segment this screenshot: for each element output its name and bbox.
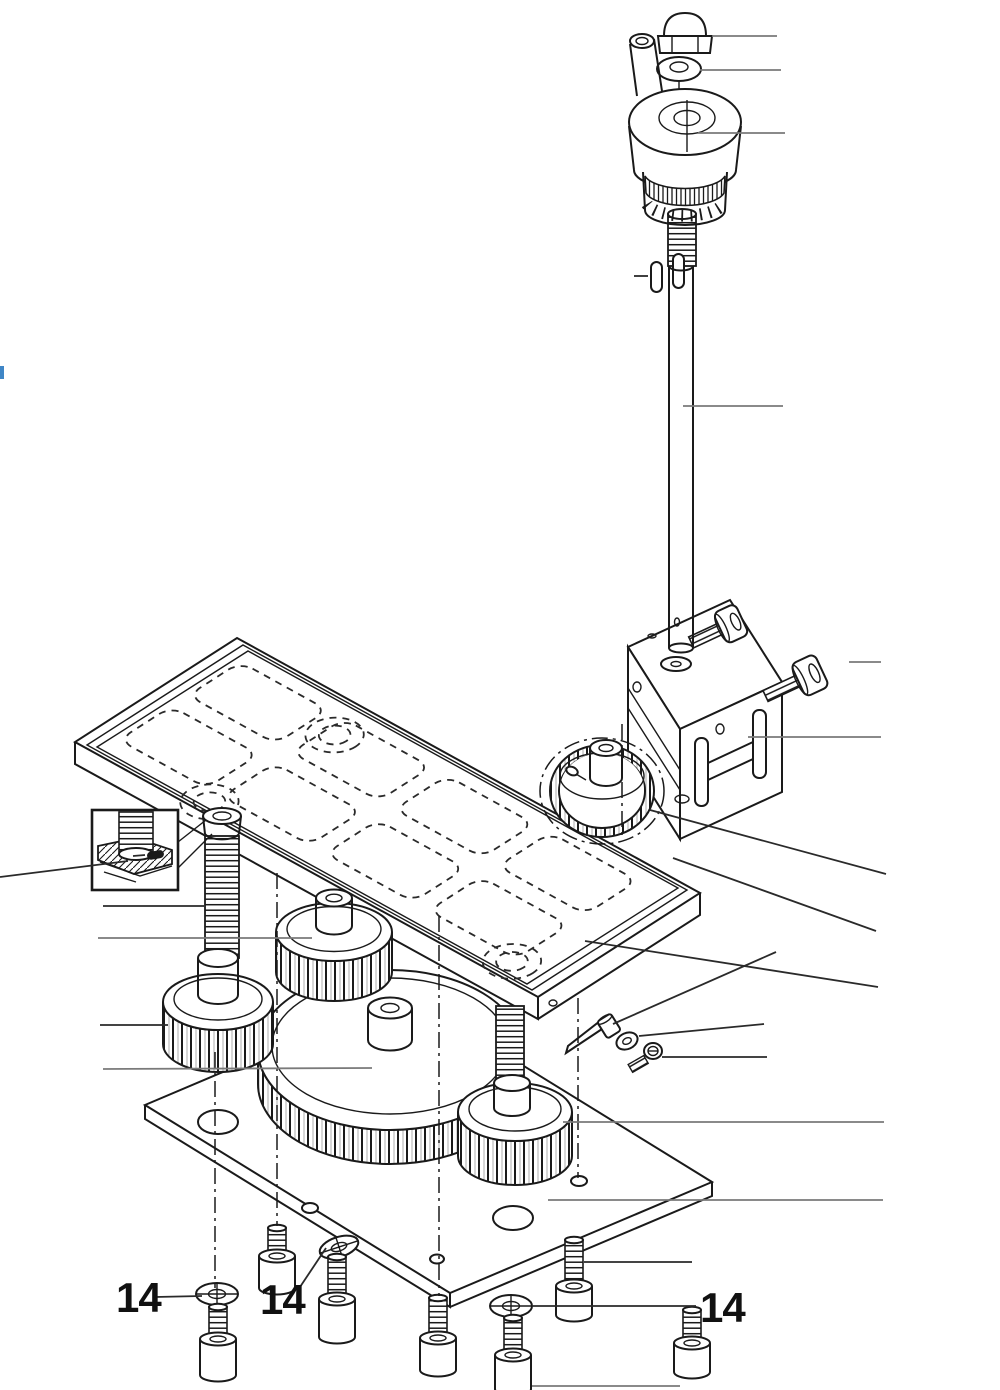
gear-mid: [275, 888, 393, 1002]
taper-pin-group: [564, 1013, 663, 1074]
leader-lines: [0, 35, 887, 1387]
washer-top: [656, 56, 702, 98]
plate-hole-small: [301, 1202, 319, 1214]
cap-screw-6: [494, 1313, 532, 1390]
lead-screw-right: [495, 1005, 525, 1085]
block-screw-side: [761, 654, 829, 703]
cap-nut: [656, 11, 714, 54]
cap-screw-7: [673, 1305, 711, 1380]
main-gear-hub: [367, 996, 413, 1052]
table-nut: [202, 807, 242, 841]
graduated-collar: [641, 171, 729, 226]
centerlines: [214, 724, 623, 1296]
cap-screw-5: [555, 1235, 593, 1323]
set-screw-hole: [548, 999, 558, 1007]
cap-screw-3: [318, 1252, 356, 1345]
woodruff-key: [650, 261, 663, 293]
plate-hole-small: [570, 1175, 588, 1187]
cap-screw-4: [419, 1293, 457, 1378]
worktable: [73, 636, 702, 1021]
cap-screw-2: [258, 1223, 296, 1296]
small-screw: [627, 1042, 663, 1074]
block-screw-upper: [687, 604, 749, 649]
plate-hole: [492, 1205, 534, 1231]
h-slot: [674, 709, 767, 807]
gear-left: [162, 948, 274, 1073]
plate-hole: [197, 1109, 239, 1135]
flat-washer-1: [195, 1282, 239, 1306]
detail-inset: [90, 808, 213, 892]
flat-washer-3: [489, 1294, 533, 1318]
cap-screw-1: [199, 1302, 237, 1383]
plate-hole-small: [429, 1253, 445, 1265]
callout-label-right: 14: [700, 1284, 746, 1331]
small-washer: [615, 1031, 639, 1051]
roll-pin: [565, 765, 587, 781]
taper-pin-head: [597, 1013, 621, 1039]
gear-left-hub: [197, 948, 239, 1005]
callout-label-left: 14: [116, 1274, 162, 1321]
shaft-bore: [660, 656, 692, 672]
gear-right: [457, 1074, 573, 1186]
callout-label-center: 14: [260, 1276, 306, 1323]
crank-handle: [629, 33, 663, 97]
centerline-circle: [539, 737, 665, 845]
taper-pin: [564, 1019, 604, 1056]
spindle-shaft: [667, 208, 697, 654]
gear-right-hub: [493, 1074, 531, 1117]
gear-mid-hub: [315, 888, 353, 936]
blue-ui-fragment: [0, 366, 4, 379]
detail-pin: [147, 850, 164, 860]
